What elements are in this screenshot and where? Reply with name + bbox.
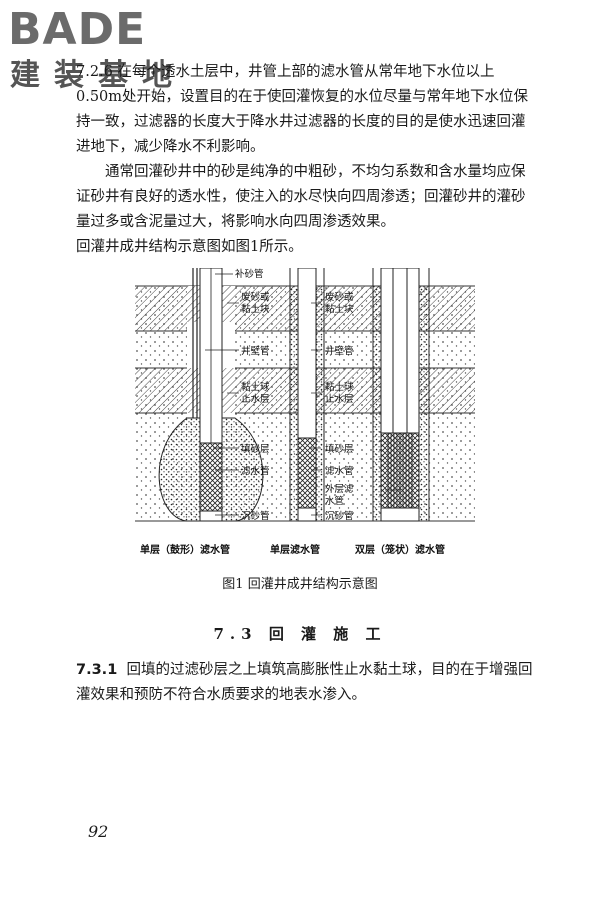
- label-outer-screen-2: 水管: [325, 495, 344, 507]
- label-sediment-right: 沉砂管: [325, 510, 354, 522]
- label-fill-left: 填砂层: [241, 443, 270, 455]
- watermark-logo: BADE 建装基地: [8, 4, 188, 104]
- label-clay-left-2: 止水层: [241, 393, 270, 405]
- label-fill-right: 填砂层: [325, 443, 354, 455]
- label-casing-right: 井壁管: [325, 345, 354, 357]
- label-sand-refill-pipe: 补砂管: [235, 268, 264, 280]
- figure-caption: 图1 回灌井成井结构示意图: [222, 577, 378, 592]
- label-waste-sand-right-2: 黏土块: [325, 303, 354, 315]
- label-waste-sand-left: 废砂或: [241, 291, 270, 303]
- label-casing-left: 井壁管: [241, 345, 270, 357]
- label-outer-screen: 外层滤: [325, 483, 354, 495]
- well-single-screen: [289, 268, 325, 522]
- subcaption-drum: 单层（鼓形）滤水管: [140, 543, 230, 556]
- label-waste-sand-right: 废砂或: [325, 291, 354, 303]
- clause-7-3-1: 7.3.1 回填的过滤砂层之上填筑高膨胀性止水黏土球，目的在于增强回灌效果和预防…: [76, 658, 536, 708]
- subcaption-single: 单层滤水管: [270, 543, 320, 556]
- subcaption-double: 双层（笼状）滤水管: [355, 543, 445, 556]
- page-number: 92: [88, 822, 109, 841]
- clause-text: 回填的过滤砂层之上填筑高膨胀性止水黏土球，目的在于增强回灌效果和预防不符合水质要…: [76, 662, 533, 703]
- label-sediment-left: 沉砂管: [241, 510, 270, 522]
- watermark-subtitle: 建装基地: [10, 58, 186, 93]
- label-waste-sand-left-2: 黏土块: [241, 303, 270, 315]
- watermark-brand: BADE: [8, 4, 147, 55]
- label-clay-right-2: 止水层: [325, 393, 354, 405]
- label-clay-right: 黏土球: [325, 381, 354, 393]
- paragraph-7-2-6: 7.2.6 在每个透水土层中，井管上部的滤水管从常年地下水位以上0.50m处开始…: [76, 64, 529, 155]
- well-drum-screen: [158, 268, 264, 522]
- section-title: 7.3 回 灌 施 工: [213, 625, 387, 643]
- well-structure-figure: 补砂管 废砂或 黏土块 废砂或 黏土块 井壁管 井壁管 黏土球 止水层 黏土球 …: [135, 268, 475, 556]
- label-screen-left: 滤水管: [241, 465, 270, 477]
- clause-number: 7.3.1: [76, 662, 118, 678]
- paragraph-figure-ref: 回灌井成井结构示意图如图1所示。: [76, 239, 303, 255]
- well-double-screen: [372, 268, 430, 522]
- label-clay-left: 黏土球: [241, 381, 270, 393]
- label-screen-right: 滤水管: [325, 465, 354, 477]
- paragraph-sand-well: 通常回灌砂井中的砂是纯净的中粗砂，不均匀系数和含水量均应保证砂井有良好的透水性，…: [76, 164, 526, 230]
